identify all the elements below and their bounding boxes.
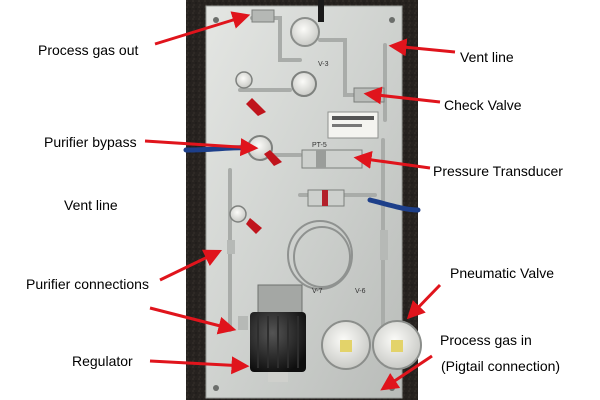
label-vent-line-right: Vent line <box>460 49 514 65</box>
label-purifier-connections: Purifier connections <box>26 276 149 292</box>
regulator-bonnet <box>257 284 303 316</box>
red-valve-handle <box>246 218 262 234</box>
label-regulator: Regulator <box>72 353 133 369</box>
svg-text:PT-5: PT-5 <box>312 142 327 149</box>
label-purifier-bypass: Purifier bypass <box>44 134 137 150</box>
svg-text:V-3: V-3 <box>318 61 329 68</box>
label-pressure-transducer: Pressure Transducer <box>433 163 563 179</box>
label-check-valve: Check Valve <box>444 97 522 113</box>
label-pneumatic-valve: Pneumatic Valve <box>450 265 555 281</box>
red-valve-handle <box>264 150 282 166</box>
label-pigtail-connection: (Pigtail connection) <box>441 358 561 374</box>
label-process-gas-in: Process gas in <box>440 332 532 348</box>
red-valve-handle <box>246 98 266 116</box>
check-valve-body <box>353 87 385 103</box>
label-process-gas-out: Process gas out <box>38 42 139 58</box>
svg-text:V-6: V-6 <box>355 288 366 295</box>
label-vent-line-left: Vent line <box>64 197 118 213</box>
pressure-transducer-body <box>301 149 363 169</box>
svg-text:V-7: V-7 <box>312 288 323 295</box>
